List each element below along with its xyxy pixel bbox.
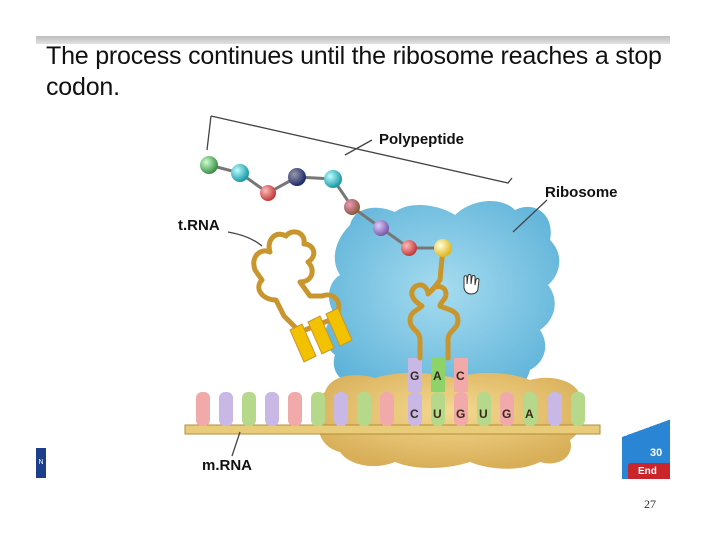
mrna-backbone [184,424,601,435]
codon-letters: C U G U G A [410,407,534,421]
codon-letter: G [456,407,465,421]
mrna-label: m.RNA [202,457,252,474]
amino-acids [200,156,452,257]
trna-departing [251,229,353,363]
anticodon-letter: C [456,369,465,383]
anticodon-letter: G [410,369,419,383]
codon-letter: C [410,407,419,421]
anticodon-letter: A [433,369,442,383]
mrna-pointer [231,431,241,457]
codon-letter: U [479,407,488,421]
trna-bound [407,255,461,361]
trna-pointer [227,231,263,247]
anticodon-letters: G A C [410,369,465,383]
polypeptide-bracket [206,115,513,184]
ribosome-small-subunit [315,372,586,469]
title-bar-accent [36,36,670,44]
codon-letter: A [525,407,534,421]
polypeptide-label: Polypeptide [379,131,464,148]
codon-letter: G [502,407,511,421]
slide-nav-panel: 30 End [622,405,670,479]
ribosome-label: Ribosome [545,184,618,201]
page-number: 27 [644,497,656,511]
ribosome-pointer [512,199,548,233]
nav-counter: 30 [650,447,663,459]
left-edge-tab: N [36,448,46,478]
base-pairs [408,358,468,392]
slide-title: The process continues until the ribosome… [46,42,662,101]
mrna-nucleotides [196,392,585,426]
end-show-button[interactable]: End [628,463,670,479]
trna-label: t.RNA [178,217,220,234]
codon-letter: U [433,407,442,421]
hand-cursor-icon [463,274,480,295]
